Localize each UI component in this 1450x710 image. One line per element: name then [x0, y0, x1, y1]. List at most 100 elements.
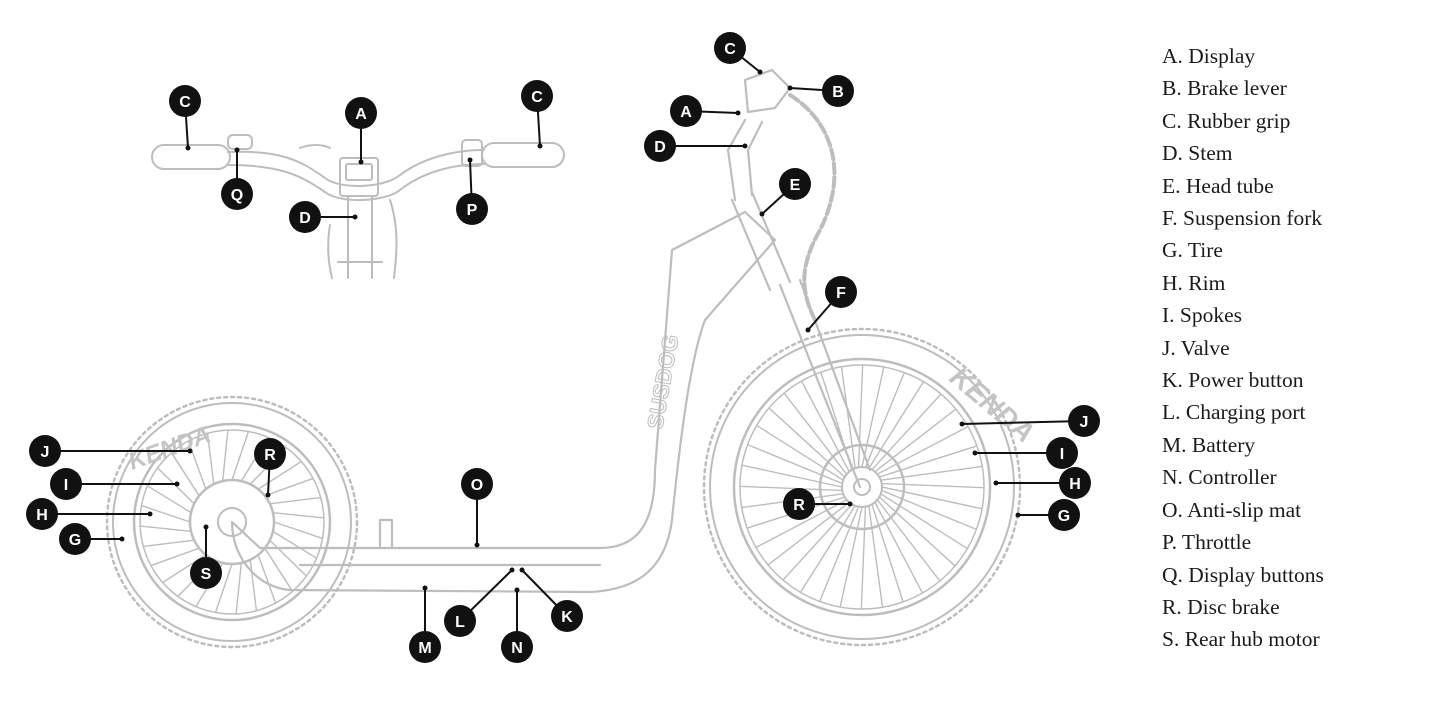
spoke — [818, 505, 860, 603]
spoke — [783, 392, 848, 475]
spoke — [140, 504, 191, 523]
spoke — [880, 482, 985, 489]
callout-badge — [825, 276, 857, 308]
callout-j-valve-front: J — [959, 405, 1100, 437]
spoke — [269, 496, 322, 505]
spoke — [755, 499, 848, 549]
legend-item: R. Disc brake — [1162, 594, 1280, 619]
callout-h-rim-front: H — [993, 467, 1091, 499]
display-unit — [339, 157, 379, 197]
rear-tire-outer — [105, 395, 359, 649]
callout-a-display-top: A — [345, 97, 377, 165]
callout-badge — [779, 168, 811, 200]
legend-item: P. Throttle — [1162, 530, 1252, 555]
callout-o-anti-slip-mat: O — [461, 468, 493, 548]
leader-dot — [119, 536, 125, 542]
callout-letter: J — [1080, 414, 1089, 431]
spoke — [146, 485, 192, 514]
leader-dot — [147, 511, 153, 517]
callout-s-rear-hub-motor: S — [190, 524, 222, 589]
callout-letter: K — [561, 609, 573, 626]
callout-badge — [254, 438, 286, 470]
callout-badge — [169, 85, 201, 117]
callout-letter: C — [531, 89, 543, 106]
callout-letter: D — [654, 139, 666, 156]
callout-badge — [1048, 499, 1080, 531]
throttle-unit — [461, 139, 483, 167]
leader-line — [961, 420, 1085, 425]
spoke — [273, 521, 324, 540]
spoke — [861, 366, 885, 468]
callout-r-disc-brake-rear: R — [254, 438, 286, 498]
spoke — [768, 407, 846, 478]
head-tube — [730, 190, 792, 292]
callout-badge — [345, 97, 377, 129]
callout-q-display-buttons: Q — [221, 147, 253, 210]
spoke — [880, 489, 978, 531]
leader-dot — [972, 450, 978, 456]
callout-badge — [551, 600, 583, 632]
legend-item: D. Stem — [1162, 141, 1233, 166]
callout-letter: C — [724, 41, 736, 58]
callout-l-charging-port: L — [444, 567, 515, 637]
callout-letter: O — [471, 477, 483, 494]
callout-g-tire-rear: G — [59, 523, 125, 555]
leader-dot — [187, 448, 193, 454]
spoke — [782, 503, 853, 581]
front-tire-outer — [702, 327, 1022, 647]
callout-letter: A — [680, 104, 692, 121]
leader-dot — [1015, 512, 1021, 518]
spoke — [142, 539, 195, 548]
right-grip — [481, 142, 565, 168]
callout-i-spokes-rear: I — [50, 468, 180, 500]
leader-dot — [514, 587, 520, 593]
spoke — [257, 554, 277, 604]
spoke — [739, 485, 844, 492]
callout-d-stem-side: D — [644, 130, 748, 162]
spoke — [839, 506, 863, 608]
legend-item: K. Power button — [1162, 368, 1304, 393]
callout-letter: F — [836, 285, 846, 302]
callout-c-grip-right: C — [521, 80, 553, 149]
left-grip — [151, 144, 231, 170]
callout-badge — [59, 523, 91, 555]
spoke — [800, 380, 850, 473]
spoke — [272, 530, 318, 559]
leader-dot — [203, 524, 209, 530]
callout-letter: R — [793, 497, 805, 514]
spoke — [878, 445, 978, 478]
callout-letter: L — [455, 614, 465, 631]
leader-dot — [358, 159, 364, 165]
spoke — [881, 486, 983, 510]
spoke — [876, 499, 941, 582]
leader-dot — [265, 492, 271, 498]
callout-r-disc-brake-front: R — [783, 488, 853, 520]
callout-badge — [221, 178, 253, 210]
leader-dot — [234, 147, 240, 153]
legend-item: J. Valve — [1162, 335, 1230, 360]
callout-m-battery: M — [409, 585, 441, 663]
spoke — [874, 408, 957, 473]
handlebar-side — [743, 68, 792, 114]
callout-letter: J — [41, 444, 50, 461]
front-wheel: KENDA — [702, 327, 1040, 647]
spoke — [264, 547, 294, 593]
callout-letter: H — [36, 507, 48, 524]
spoke — [868, 380, 925, 469]
callout-badge — [1059, 467, 1091, 499]
callout-letter: G — [1058, 508, 1070, 525]
spoke — [880, 465, 983, 481]
spoke — [857, 364, 864, 469]
callout-p-throttle: P — [456, 157, 488, 225]
legend-item: O. Anti-slip mat — [1162, 497, 1302, 522]
spoke — [741, 464, 843, 488]
callout-badge — [714, 32, 746, 64]
spoke — [214, 563, 233, 614]
spoke — [269, 539, 308, 577]
front-rim — [732, 357, 992, 617]
spoke — [876, 425, 969, 475]
leader-dot — [742, 143, 748, 149]
spoke — [170, 451, 200, 497]
